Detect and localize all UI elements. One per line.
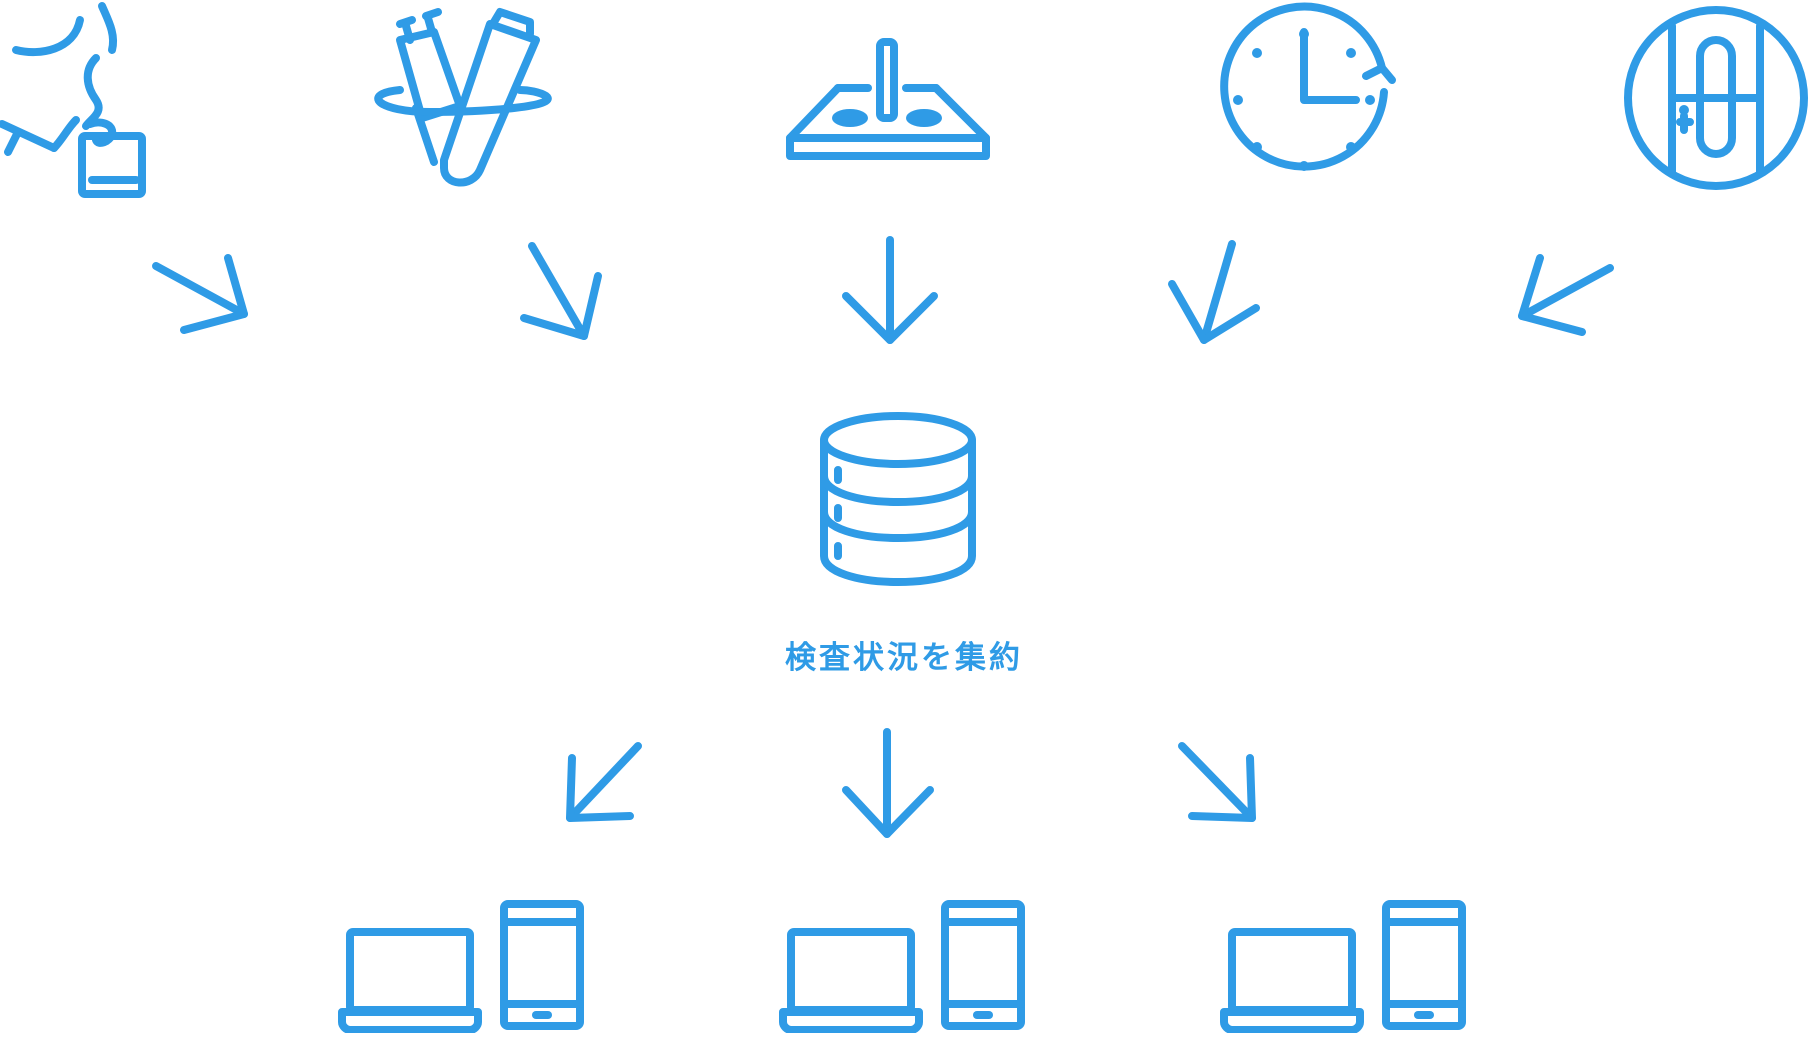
arrow-out-3 [1178,742,1256,822]
hub-caption: 検査状況を集約 [785,640,1023,676]
arrow-out-1 [566,742,642,822]
swab-sample-icon [0,2,146,198]
arrow-in-1 [152,254,248,334]
arrow-in-2 [520,242,602,340]
lab-analyzer-icon [786,38,990,160]
arrow-in-5 [1518,254,1614,336]
test-tubes-centrifuge-icon [374,8,552,187]
laptop-and-phone-icon [338,900,584,1034]
database-icon [820,412,976,586]
arrow-in-3 [842,236,938,344]
arrow-in-4 [1168,240,1260,344]
laptop-and-phone-icon [779,900,1025,1034]
arrow-out-2 [842,728,934,838]
test-kit-icon [1624,6,1808,190]
laptop-and-phone-icon [1220,900,1466,1034]
clock-icon [1220,2,1396,171]
